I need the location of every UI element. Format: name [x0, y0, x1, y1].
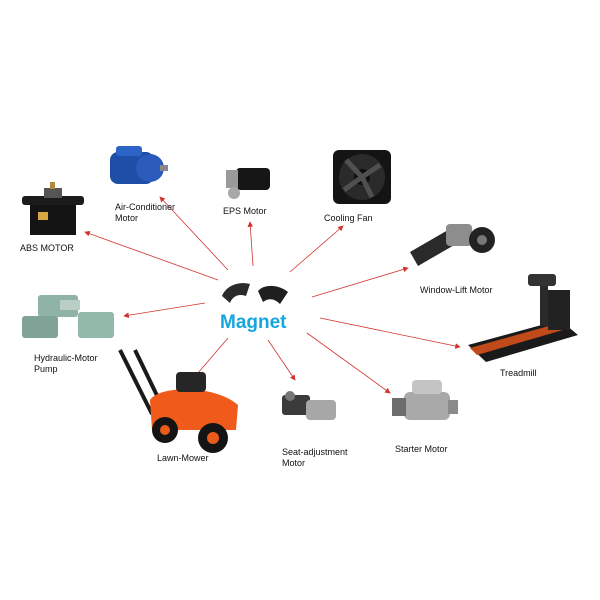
- label-seat-line1: Seat-adjustment: [282, 447, 348, 457]
- seat-motor-icon: [282, 391, 336, 420]
- label-seat-line2: Motor: [282, 458, 306, 468]
- eps-motor-icon: [226, 168, 270, 199]
- label-abs-motor: ABS MOTOR: [20, 243, 74, 253]
- arrow-window: [311, 266, 409, 298]
- center-title: Magnet: [220, 312, 287, 333]
- arrow-eps: [247, 221, 254, 267]
- label-hydraulic-line1: Hydraulic-Motor: [34, 353, 98, 363]
- arrow-hydraulic: [123, 302, 206, 319]
- cooling-fan-icon: [333, 150, 391, 204]
- label-aircon-motor: Air-Conditioner Motor: [115, 202, 175, 224]
- label-lawn-mower: Lawn-Mower: [157, 453, 209, 463]
- label-starter-motor: Starter Motor: [395, 444, 448, 454]
- lawn-mower-icon: [118, 349, 238, 453]
- label-aircon-line2: Motor: [115, 213, 139, 223]
- magnet-icon: [222, 283, 288, 304]
- arrow-abs: [84, 230, 219, 281]
- label-hydraulic-pump: Hydraulic-Motor Pump: [34, 353, 98, 375]
- arrows: [84, 196, 461, 394]
- aircon-motor-icon: [110, 146, 168, 184]
- arrow-aircon: [159, 196, 229, 271]
- label-seat-motor: Seat-adjustment Motor: [282, 447, 348, 469]
- abs-motor-icon: [22, 182, 84, 235]
- treadmill-icon: [468, 274, 578, 362]
- hydraulic-pump-icon: [22, 295, 114, 338]
- label-eps-motor: EPS Motor: [223, 206, 267, 216]
- label-hydraulic-line2: Pump: [34, 364, 58, 374]
- arrow-seat: [267, 339, 296, 381]
- arrow-starter: [306, 332, 391, 394]
- arrow-cooling: [289, 225, 344, 273]
- starter-motor-icon: [392, 380, 458, 420]
- label-treadmill: Treadmill: [500, 368, 537, 378]
- window-lift-motor-icon: [410, 224, 495, 266]
- arrow-treadmill: [319, 317, 461, 349]
- label-aircon-line1: Air-Conditioner: [115, 202, 176, 212]
- label-window-lift-motor: Window-Lift Motor: [420, 285, 493, 295]
- label-cooling-fan: Cooling Fan: [324, 213, 373, 223]
